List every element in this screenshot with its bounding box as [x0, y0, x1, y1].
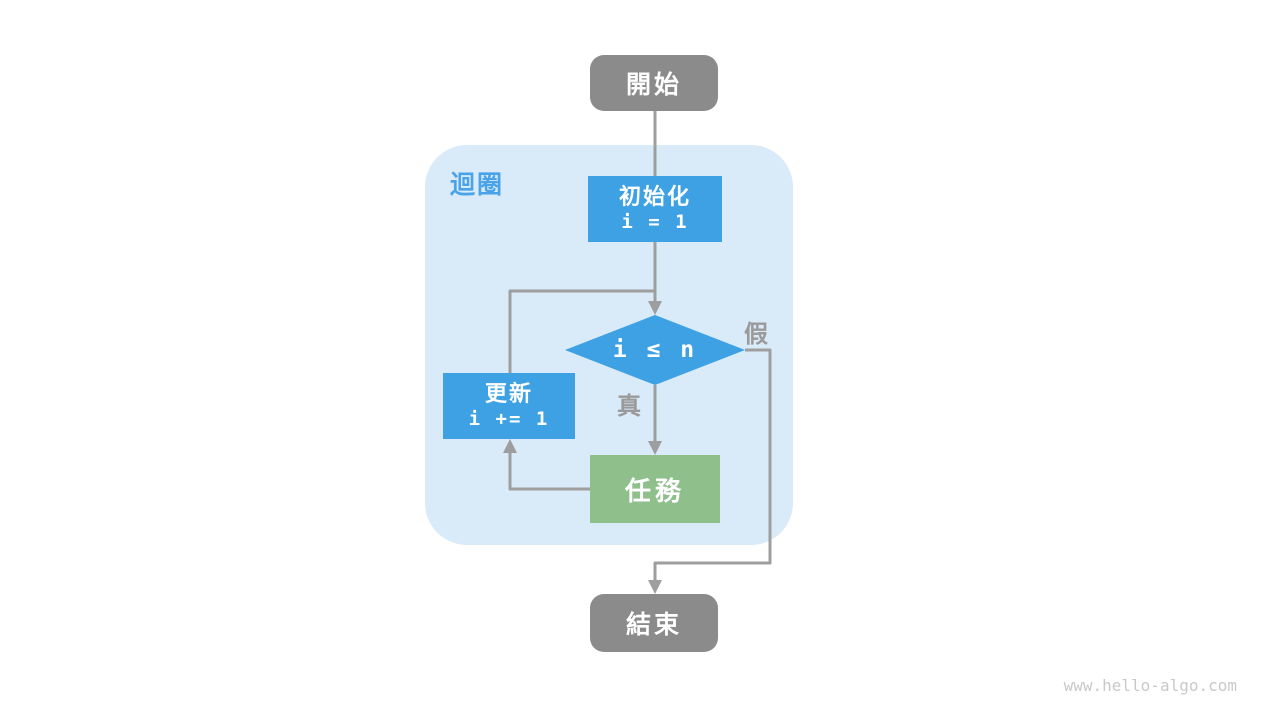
arrowhead-into-update — [503, 439, 517, 453]
task-node-label: 任務 — [624, 475, 685, 506]
arrowhead-into-end — [648, 580, 662, 594]
watermark: www.hello-algo.com — [1063, 676, 1237, 695]
init-node: 初始化 i = 1 — [588, 176, 722, 242]
init-node-title: 初始化 — [618, 184, 691, 210]
edge-condition-to-end — [653, 348, 772, 581]
true-branch-label: 真 — [617, 393, 641, 420]
edge-task-to-update — [508, 452, 590, 491]
task-node: 任務 — [590, 455, 720, 523]
false-branch-label: 假 — [744, 321, 768, 348]
condition-diamond — [565, 315, 745, 385]
arrowhead-into-task — [648, 441, 662, 455]
condition-node-label: i ≤ n — [612, 337, 698, 363]
arrowhead-into-condition — [648, 301, 662, 315]
end-node: 結束 — [590, 594, 718, 652]
start-node: 開始 — [590, 55, 718, 111]
end-node-label: 結束 — [625, 611, 682, 639]
start-node-label: 開始 — [625, 71, 682, 99]
init-node-code: i = 1 — [621, 210, 689, 233]
update-node-title: 更新 — [484, 381, 533, 407]
loop-container-label: 迴圈 — [450, 171, 505, 199]
update-node-code: i += 1 — [468, 407, 550, 430]
edge-update-to-junction — [508, 289, 655, 373]
update-node: 更新 i += 1 — [443, 373, 575, 439]
